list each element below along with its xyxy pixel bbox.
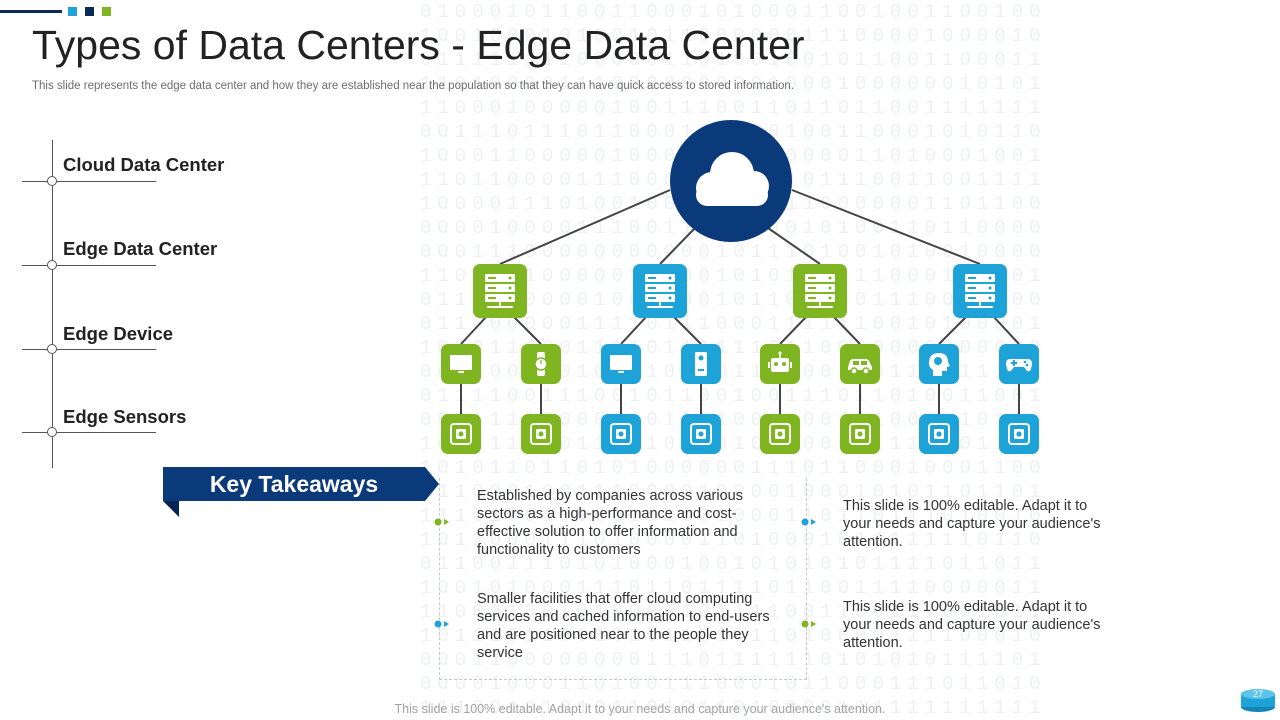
timeline-label-edge-device: Edge Device (63, 323, 174, 344)
timeline-tick (22, 432, 156, 433)
monitor-icon (610, 355, 632, 373)
takeaways-dashed-frame (439, 478, 807, 680)
server-icon (965, 274, 995, 308)
blue-bullet-icon (434, 620, 449, 628)
edge-server-node (473, 264, 527, 318)
timeline-tick (22, 349, 156, 350)
timeline-dot (47, 260, 57, 270)
accent-square-green (102, 7, 111, 16)
edge-device-node (999, 344, 1039, 384)
edge-sensor-node (840, 414, 880, 454)
edge-sensor-node (760, 414, 800, 454)
chip-sensor-icon (610, 423, 632, 445)
edge-device-node (760, 344, 800, 384)
tower-pc-icon (695, 352, 707, 376)
timeline-dot (47, 176, 57, 186)
green-bullet-icon (801, 620, 816, 628)
smartwatch-icon (534, 352, 548, 376)
edge-device-node (681, 344, 721, 384)
head-brain-icon (928, 353, 950, 376)
green-bullet-icon (434, 518, 449, 526)
banner-fold (163, 501, 179, 517)
edge-device-node (840, 344, 880, 384)
edge-sensor-node (919, 414, 959, 454)
gamepad-icon (1006, 359, 1032, 372)
footer-note: This slide is 100% editable. Adapt it to… (394, 702, 886, 716)
chip-sensor-icon (1008, 423, 1030, 445)
page-number: 27 (1252, 689, 1263, 699)
timeline-dot (47, 427, 57, 437)
accent-square-blue (68, 7, 77, 16)
chip-sensor-icon (769, 423, 791, 445)
edge-server-node (633, 264, 687, 318)
server-icon (485, 274, 515, 308)
chip-sensor-icon (530, 423, 552, 445)
edge-sensor-node (601, 414, 641, 454)
robot-icon (768, 351, 792, 372)
takeaway-text-2: Smaller facilities that offer cloud comp… (477, 591, 770, 661)
top-accent-bar (0, 10, 62, 13)
binary-pattern-background: 010001011001100010100011001001100100 100… (420, 1, 1047, 719)
takeaway-text-4: This slide is 100% editable. Adapt it to… (843, 599, 1101, 651)
timeline-tick (22, 265, 156, 266)
car-icon (848, 359, 872, 375)
edge-device-node (601, 344, 641, 384)
chip-sensor-icon (450, 423, 472, 445)
blue-bullet-icon (801, 518, 816, 526)
timeline-label-cloud-data-center: Cloud Data Center (63, 154, 225, 175)
key-takeaways-heading: Key Takeaways (209, 471, 379, 497)
edge-device-node (919, 344, 959, 384)
page-number-badge (1241, 689, 1275, 712)
key-takeaways-banner (163, 467, 425, 501)
edge-server-node (793, 264, 847, 318)
timeline-axis (52, 140, 53, 468)
takeaway-text-3: This slide is 100% editable. Adapt it to… (843, 498, 1101, 550)
chip-sensor-icon (928, 423, 950, 445)
edge-sensor-node (999, 414, 1039, 454)
timeline-tick (22, 181, 156, 182)
timeline-label-edge-data-center: Edge Data Center (63, 238, 218, 259)
edge-device-node (441, 344, 481, 384)
slide-title: Types of Data Centers - Edge Data Center (32, 22, 805, 68)
monitor-icon (450, 355, 472, 373)
edge-server-node (953, 264, 1007, 318)
server-icon (645, 274, 675, 308)
chip-sensor-icon (690, 423, 712, 445)
takeaway-text-1: Established by companies across various … (477, 488, 743, 558)
edge-device-node (521, 344, 561, 384)
timeline-label-edge-sensors: Edge Sensors (63, 406, 187, 427)
cloud-data-center-node (670, 120, 792, 242)
edge-sensor-node (521, 414, 561, 454)
slide-subtitle: This slide represents the edge data cent… (32, 80, 795, 92)
chip-sensor-icon (849, 423, 871, 445)
accent-square-navy (85, 7, 94, 16)
edge-sensor-node (441, 414, 481, 454)
cloud-icon (696, 152, 769, 206)
timeline-dot (47, 344, 57, 354)
server-icon (805, 274, 835, 308)
edge-sensor-node (681, 414, 721, 454)
banner-arrow-tip (425, 467, 439, 501)
